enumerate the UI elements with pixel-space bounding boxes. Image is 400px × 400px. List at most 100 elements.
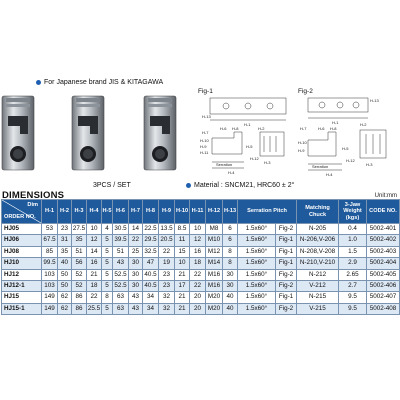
figure-1-title: Fig-1 (198, 88, 213, 95)
cell-h9: 13.5 (158, 222, 175, 236)
cell-h8: 34 (142, 302, 159, 316)
cell-h3: 35 (71, 234, 87, 247)
cell-serration: 1.5x60° (237, 222, 276, 236)
cell-h3: 51 (71, 245, 87, 259)
cell-h8: 47 (142, 257, 159, 270)
order-no-cell: HJ12 (1, 268, 42, 281)
fig1-label-h11: H-11 (200, 150, 209, 155)
cell-weight: 2.7 (338, 279, 368, 293)
cell-h2: 50 (57, 268, 72, 281)
cell-h8: 29.5 (142, 234, 159, 247)
hard-jaw-image-1 (1, 95, 35, 171)
fig2-label-h13: H-13 (370, 98, 379, 103)
cell-h11: 10 (189, 222, 206, 236)
cell-h10: 21 (174, 291, 190, 304)
set-label: 3PCS / SET (93, 182, 131, 189)
cell-chuck: N-205 (296, 222, 340, 236)
order-no-cell: HJ15-1 (1, 302, 42, 316)
cell-fig: Fig-1 (274, 291, 298, 304)
cell-h6: 30.5 (112, 222, 129, 236)
cell-h4: 21 (86, 268, 102, 281)
fig2-label-h2: H-2 (360, 122, 367, 127)
unit-label: Unit:mm (374, 193, 397, 199)
col-h2: H-2 (57, 199, 72, 224)
cell-h12: M20 (205, 302, 223, 316)
figure-2-drawing: H-13 H-1 H-2 H-7 H-6 H-8 H-10 H-9 H-5 H-… (298, 97, 387, 177)
product-photos: For Japanese brand JIS & KITAGAWA (0, 0, 200, 200)
cell-h6: 51 (112, 245, 129, 259)
cell-h2: 35 (57, 245, 72, 259)
fig2-label-h12: H-12 (346, 158, 355, 163)
cell-h5: 5 (101, 257, 113, 270)
cell-h4: 22 (86, 291, 102, 304)
fig2-label-h3: H-3 (366, 162, 373, 167)
cell-h6: 63 (112, 291, 129, 304)
table-row: HJ08 85 35 51 14 5 51 25 32.5 22 15 16 M… (1, 245, 400, 259)
corner-diagonal (2, 200, 41, 223)
cell-h6: 63 (112, 302, 129, 316)
cell-h3: 86 (71, 302, 87, 316)
cell-h9: 32 (158, 302, 175, 316)
cell-fig: Fig-1 (274, 245, 298, 259)
table-row: HJ15-1 149 62 86 25.5 5 63 43 34 32 21 2… (1, 302, 400, 316)
cell-h7: 30 (128, 257, 143, 270)
cell-h8: 40.5 (142, 268, 159, 281)
table-row: HJ15 149 62 86 22 8 63 43 34 32 21 20 M2… (1, 291, 400, 304)
corner-dim-label: Dim (27, 202, 38, 208)
fig1-label-h12: H-12 (250, 156, 259, 161)
table-row: HJ05 53 23 27.5 10 4 30.5 14 22.5 13.5 8… (1, 222, 400, 236)
cell-h13: 8 (222, 257, 238, 270)
cell-h10: 17 (174, 279, 190, 293)
cell-chuck: N-215 (296, 291, 340, 304)
cell-h12: M10 (205, 234, 223, 247)
fig1-label-serration: Serration (216, 162, 232, 167)
fig2-label-h4: H-4 (326, 172, 333, 177)
cell-h8: 32.5 (142, 245, 159, 259)
order-no-cell: HJ06 (1, 234, 42, 247)
cell-h11: 22 (189, 268, 206, 281)
cell-serration: 1.5x60° (237, 234, 276, 247)
dimensions-table: Dim ORDER NO. H-1 H-2 H-3 H-4 H-5 H-6 H-… (1, 199, 400, 316)
fig2-label-h6: H-6 (318, 126, 325, 131)
cell-h3: 52 (71, 279, 87, 293)
fig1-label-h10: H-10 (200, 138, 209, 143)
cell-h4: 10 (86, 222, 102, 236)
cell-h4: 14 (86, 245, 102, 259)
fig2-label-h8: H-8 (330, 126, 337, 131)
fig2-label-h10: H-10 (298, 140, 307, 145)
cell-h5: 5 (101, 302, 113, 316)
cell-h5: 5 (101, 279, 113, 293)
order-no-cell: HJ10 (1, 257, 42, 270)
col-h9: H-9 (158, 199, 175, 224)
fig1-label-h7: H-7 (202, 130, 209, 135)
cell-fig: Fig-2 (274, 302, 298, 316)
fig1-label-h8: H-8 (232, 126, 239, 131)
cell-h9: 19 (158, 257, 175, 270)
dimensions-title: DIMENSIONS (2, 190, 65, 201)
cell-weight: 1.5 (338, 245, 368, 259)
cell-chuck: N-208,V-208 (296, 245, 340, 259)
cell-h3: 86 (71, 291, 87, 304)
col-h12: H-12 (205, 199, 223, 224)
cell-fig: Fig-2 (274, 279, 298, 293)
cell-h12: M16 (205, 268, 223, 281)
figure-1-drawing: H-13 H-1 H-2 H-7 H-6 H-8 H-10 H-9 H-11 H… (200, 97, 287, 175)
cell-h11: 18 (189, 257, 206, 270)
figure-1: H-13 H-1 H-2 H-7 H-6 H-8 H-10 H-9 H-11 H… (198, 88, 298, 183)
cell-h2: 50 (57, 279, 72, 293)
cell-h5: 4 (101, 222, 113, 236)
cell-h10: 8.5 (174, 222, 190, 236)
cell-h8: 40.5 (142, 279, 159, 293)
cell-h12: M14 (205, 257, 223, 270)
cell-h13: 40 (222, 302, 238, 316)
cell-h9: 23 (158, 268, 175, 281)
cell-h1: 67.5 (41, 234, 58, 247)
cell-h10: 21 (174, 268, 190, 281)
material-text: Material : SNCM21, HRC60 ± 2° (194, 182, 295, 189)
cell-code: 5002-407 (366, 291, 400, 304)
cell-h1: 85 (41, 245, 58, 259)
cell-h2: 31 (57, 234, 72, 247)
cell-h1: 103 (41, 279, 58, 293)
fig1-label-h5: H-5 (246, 144, 253, 149)
table-header-row: Dim ORDER NO. H-1 H-2 H-3 H-4 H-5 H-6 H-… (1, 199, 400, 224)
